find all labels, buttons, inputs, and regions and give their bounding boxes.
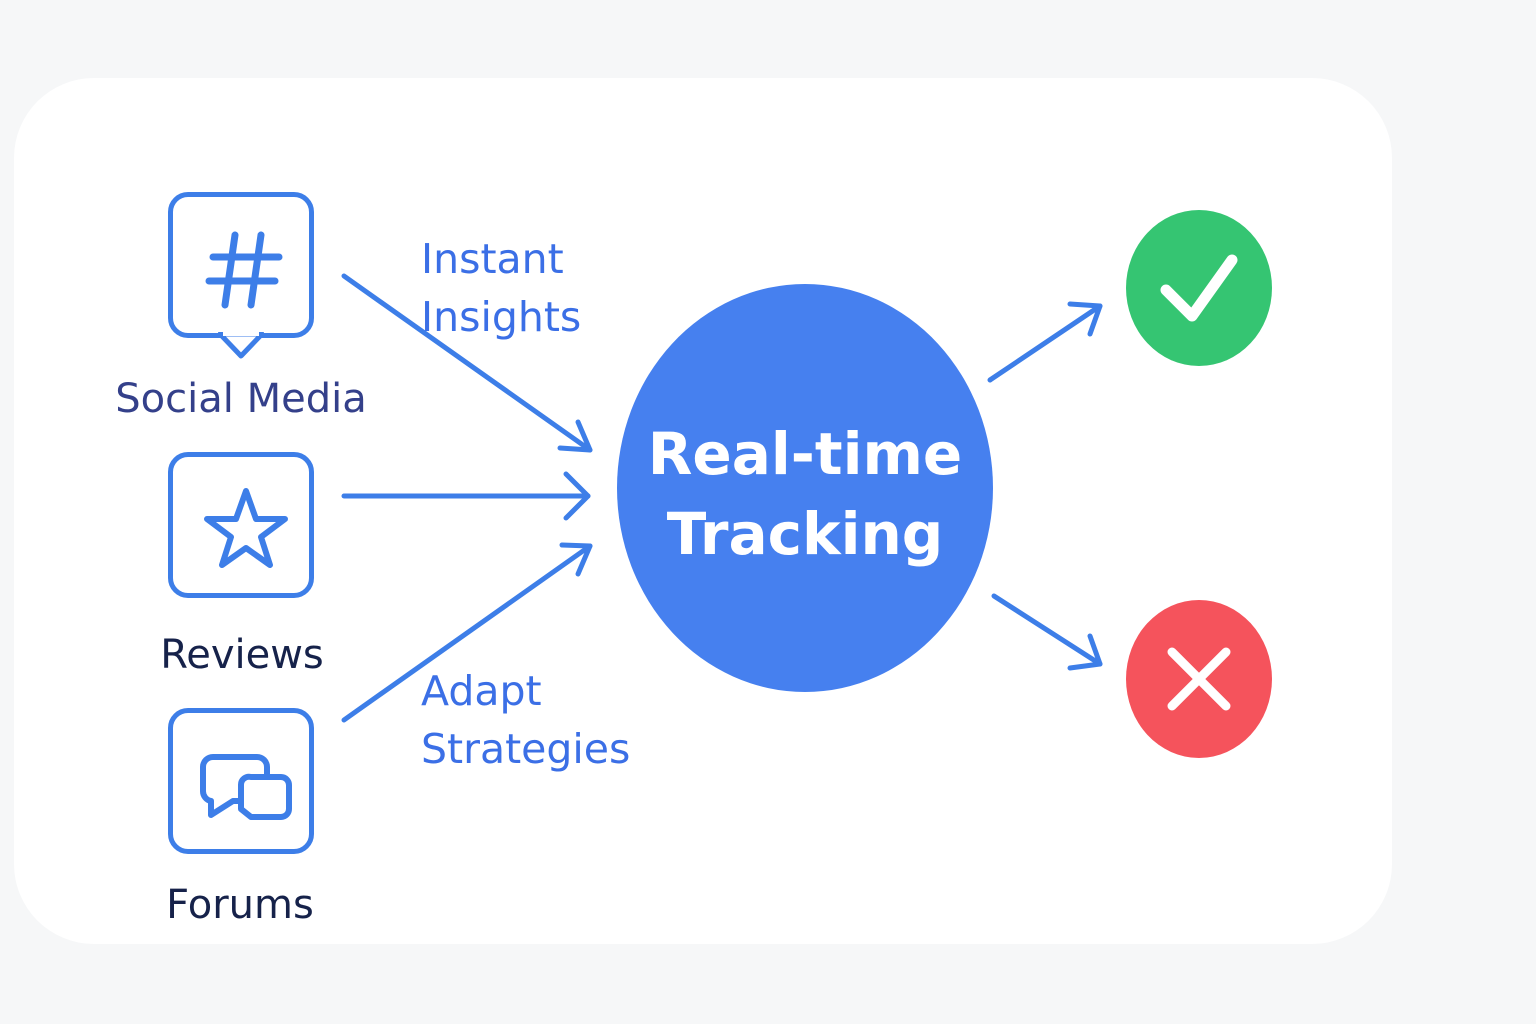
checkmark-icon (1160, 254, 1238, 322)
arrow-forums-to-hub (341, 542, 593, 723)
arrow-hub-to-failure (991, 593, 1103, 671)
x-mark-icon (1167, 647, 1231, 711)
arrow-hub-to-success (987, 301, 1103, 383)
star-icon (204, 488, 288, 568)
source-label-forums: Forums (166, 882, 314, 928)
social-media-box (168, 192, 314, 338)
failure-outcome (1126, 600, 1272, 758)
tracking-hub-circle (617, 284, 993, 692)
flow-label-instant-insights: Instant Insights (421, 235, 582, 341)
arrow-reviews-to-hub (341, 471, 591, 521)
forums-box (168, 708, 314, 854)
flow-label-adapt-strategies: Adapt Strategies (421, 667, 631, 773)
hashtag-icon (205, 231, 283, 309)
reviews-box (168, 452, 314, 598)
chat-bubbles-icon (200, 754, 292, 820)
arrow-social-to-hub (341, 273, 593, 453)
success-outcome (1126, 210, 1272, 366)
source-label-social-media: Social Media (115, 376, 367, 422)
speech-tail (218, 332, 264, 359)
hub-label: Real-time Tracking (647, 420, 963, 568)
source-label-reviews: Reviews (160, 632, 324, 678)
